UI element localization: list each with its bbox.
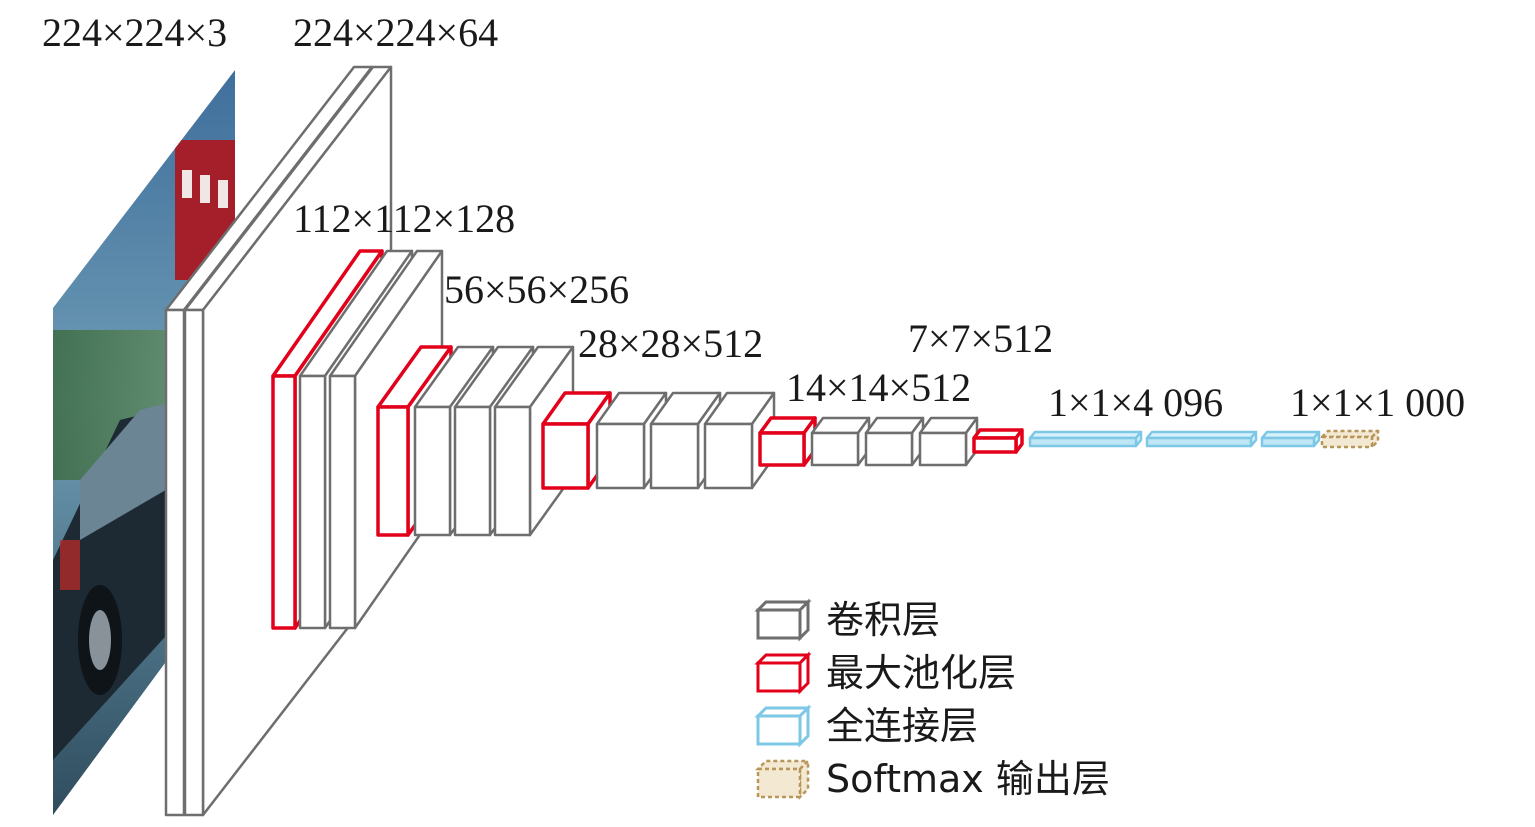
layer-block-conv5-1 bbox=[810, 416, 871, 467]
layer-face-front bbox=[164, 308, 186, 817]
legend-item-fc: 全连接层 bbox=[754, 704, 978, 748]
layer-block-fc3 bbox=[1260, 430, 1321, 448]
layer-face-front bbox=[918, 431, 968, 467]
legend-label-fc: 全连接层 bbox=[826, 704, 978, 748]
layer-face-front bbox=[864, 431, 914, 467]
label-input-dim: 224×224×3 bbox=[42, 10, 227, 55]
legend-item-maxpool: 最大池化层 bbox=[754, 651, 1016, 695]
layer-face-front bbox=[298, 374, 327, 630]
layer-stack bbox=[164, 65, 1380, 817]
label-output-dim: 1×1×1 000 bbox=[1290, 380, 1465, 425]
legend-item-softmax: Softmax 输出层 bbox=[754, 757, 1110, 801]
layer-face-front bbox=[271, 374, 297, 630]
layer-block-conv5-3 bbox=[918, 416, 979, 467]
legend: 卷积层 最大池化层 全连接层 Softmax 输出层 bbox=[754, 598, 1110, 801]
layer-face-front bbox=[328, 374, 357, 630]
layer-face-front bbox=[183, 308, 205, 817]
layer-face-front bbox=[1028, 436, 1138, 448]
layer-face-front bbox=[1320, 435, 1374, 449]
layer-face-front bbox=[1260, 436, 1316, 448]
layer-face-front bbox=[541, 422, 590, 490]
layer-face-front bbox=[1145, 436, 1253, 448]
legend-swatch-fc bbox=[754, 704, 812, 748]
legend-swatch-maxpool bbox=[754, 651, 812, 695]
layer-block-softmax bbox=[1320, 429, 1380, 449]
layer-face-front bbox=[758, 431, 806, 467]
legend-label-softmax: Softmax 输出层 bbox=[826, 757, 1110, 801]
legend-swatch-conv bbox=[754, 598, 812, 642]
label-pool5-dim: 7×7×512 bbox=[908, 316, 1053, 361]
label-fc-dim: 1×1×4 096 bbox=[1048, 380, 1223, 425]
legend-swatch-softmax bbox=[754, 757, 812, 801]
layer-block-pool3 bbox=[541, 391, 612, 490]
legend-label-conv: 卷积层 bbox=[826, 598, 940, 642]
layer-face-front bbox=[810, 431, 860, 467]
label-conv3-dim: 56×56×256 bbox=[444, 267, 629, 312]
layer-face-front bbox=[703, 422, 754, 490]
layer-face-front bbox=[453, 405, 492, 537]
label-conv1-dim: 224×224×64 bbox=[293, 10, 498, 55]
legend-item-conv: 卷积层 bbox=[754, 598, 940, 642]
layer-block-pool5 bbox=[972, 428, 1024, 454]
input-image bbox=[53, 70, 235, 815]
layer-block-fc1 bbox=[1028, 430, 1143, 448]
label-conv4-dim: 28×28×512 bbox=[578, 321, 763, 366]
label-conv2-dim: 112×112×128 bbox=[293, 196, 515, 241]
layer-face-front bbox=[595, 422, 646, 490]
layer-block-conv5-2 bbox=[864, 416, 925, 467]
layer-face-front bbox=[972, 436, 1018, 454]
layer-face-front bbox=[376, 405, 410, 537]
layer-face-front bbox=[413, 405, 452, 537]
layer-block-pool4 bbox=[758, 416, 817, 467]
layer-block-fc2 bbox=[1145, 430, 1258, 448]
legend-label-maxpool: 最大池化层 bbox=[826, 651, 1016, 695]
label-conv5-dim: 14×14×512 bbox=[786, 365, 971, 410]
layer-face-front bbox=[493, 405, 532, 537]
layer-face-front bbox=[649, 422, 700, 490]
